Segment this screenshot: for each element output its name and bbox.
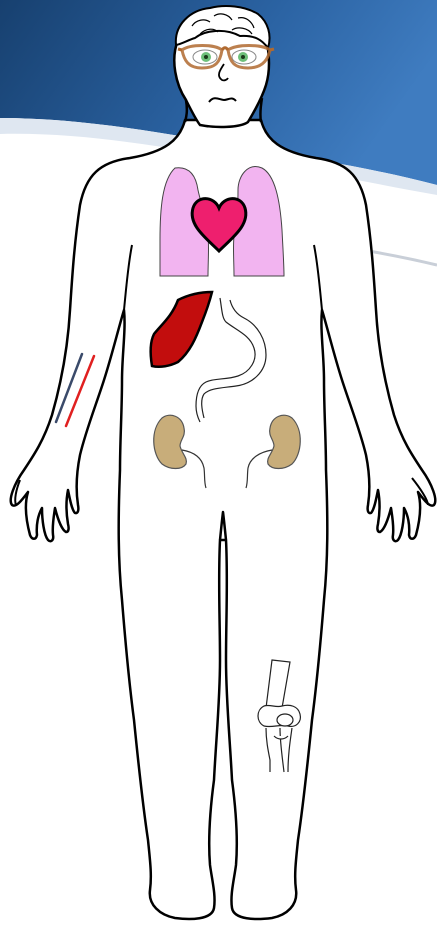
- right-kidney: [268, 415, 301, 468]
- left-kidney: [154, 415, 187, 468]
